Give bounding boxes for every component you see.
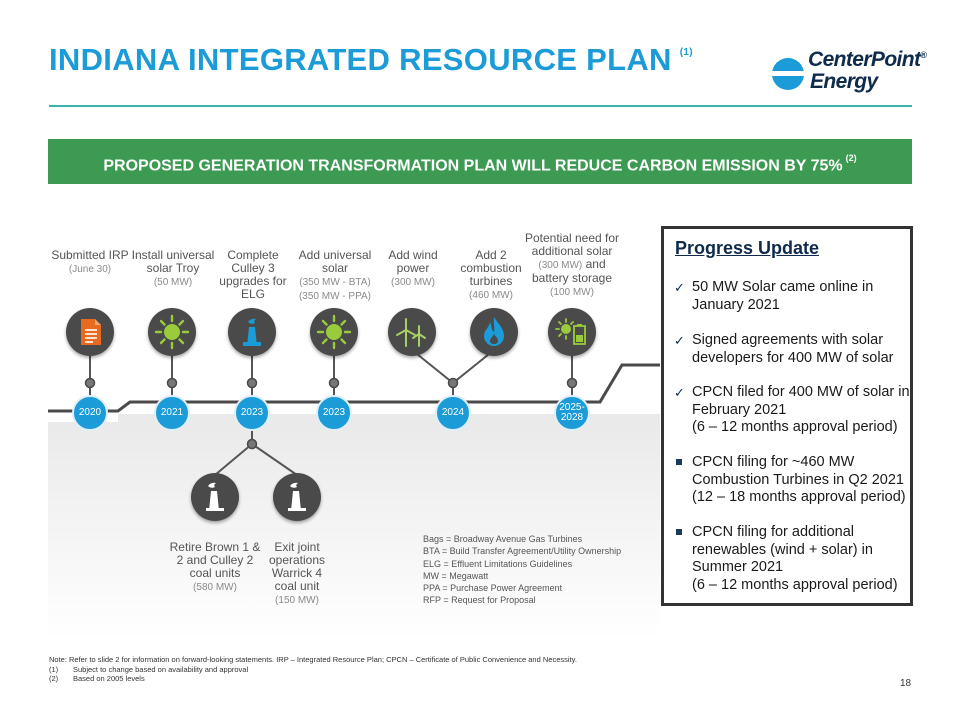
footnotes: Note: Refer to slide 2 for information o…	[49, 655, 577, 684]
year-marker-2025-2028: 2025-2028	[554, 395, 590, 431]
logo-globe-icon	[770, 58, 806, 90]
step-label-add-turbines: Add 2 combustion turbines(460 MW)	[460, 248, 522, 302]
progress-title: Progress Update	[675, 238, 820, 258]
legend-item: MW = Megawatt	[423, 570, 489, 581]
year-marker-2023-b: 2023	[316, 395, 352, 431]
square-bullet-icon	[676, 459, 682, 465]
headline-banner: PROPOSED GENERATION TRANSFORMATION PLAN …	[48, 139, 912, 184]
step-label-install-solar-troy: Install universal solar Troy(50 MW)	[131, 248, 215, 289]
legend-item: Bags = Broadway Avenue Gas Turbines	[423, 534, 583, 544]
solar-battery-icon	[548, 308, 596, 356]
step-label-add-wind: Add wind power(300 MW)	[388, 248, 438, 289]
logo-registered-mark: ®	[920, 50, 927, 60]
footnote-item: (2)Based on 2005 levels	[49, 674, 145, 683]
footnote-item: (1)Subject to change based on availabili…	[49, 664, 249, 674]
retire-label-warrick: Exit joint operations Warrick 4 coal uni…	[268, 540, 326, 607]
centerpoint-logo: CenterPoint® Energy	[770, 48, 927, 100]
step-label-submitted-irp: Submitted IRP(June 30)	[51, 248, 129, 276]
step-label-culley-upgrades: Complete Culley 3 upgrades for ELG	[219, 248, 287, 301]
footnote-main: Note: Refer to slide 2 for information o…	[49, 655, 577, 664]
progress-item: ✓50 MW Solar came online in January 2021	[674, 279, 874, 313]
page-number: 18	[900, 678, 912, 689]
year-marker-2021: 2021	[154, 395, 190, 431]
coal-plant-icon	[273, 473, 321, 521]
sun-icon	[148, 308, 196, 356]
legend-item: BTA = Build Transfer Agreement/Utility O…	[423, 546, 622, 557]
legend-item: ELG = Effluent Limitations Guidelines	[423, 558, 573, 569]
year-marker-2024: 2024	[435, 395, 471, 431]
step-label-potential-solar-storage: Potential need for additional solar (300…	[524, 231, 620, 299]
year-marker-2020: 2020	[72, 395, 108, 431]
logo-text-centerpoint: CenterPoint	[808, 48, 921, 71]
power-plant-icon	[228, 308, 276, 356]
title-divider	[49, 105, 912, 107]
year-marker-2023-a: 2023	[234, 395, 270, 431]
check-icon: ✓	[674, 333, 685, 348]
title-footnote-ref: (1)	[679, 46, 693, 58]
progress-item: ✓Signed agreements with solar developers…	[674, 332, 894, 366]
legend-item: PPA = Purchase Power Agreement	[423, 583, 563, 594]
progress-item: CPCN filing for ~460 MW Combustion Turbi…	[676, 454, 914, 507]
step-label-add-universal-solar: Add universal solar(350 MW - BTA)(350 MW…	[298, 248, 372, 303]
sun-icon	[310, 308, 358, 356]
check-icon: ✓	[674, 280, 685, 295]
retire-label-brown-culley: Retire Brown 1 & 2 and Culley 2 coal uni…	[169, 540, 261, 594]
progress-item: ✓CPCN filed for 400 MW of solar in Febru…	[674, 384, 910, 435]
check-icon: ✓	[674, 385, 685, 400]
progress-update-panel: Progress Update ✓50 MW Solar came online…	[661, 226, 913, 606]
legend-item: RFP = Request for Proposal	[423, 595, 536, 606]
page-title: INDIANA INTEGRATED RESOURCE PLAN(1)	[49, 42, 693, 77]
progress-item: CPCN filing for additional renewables (w…	[676, 524, 914, 594]
abbreviation-legend: Bags = Broadway Avenue Gas Turbines BTA …	[423, 533, 621, 607]
flame-icon	[470, 308, 518, 356]
coal-plant-icon	[191, 473, 239, 521]
wind-turbine-icon	[388, 308, 436, 356]
banner-footnote-ref: (2)	[845, 153, 857, 163]
document-icon	[66, 308, 114, 356]
square-bullet-icon	[676, 529, 682, 535]
logo-text-energy: Energy	[810, 70, 878, 93]
